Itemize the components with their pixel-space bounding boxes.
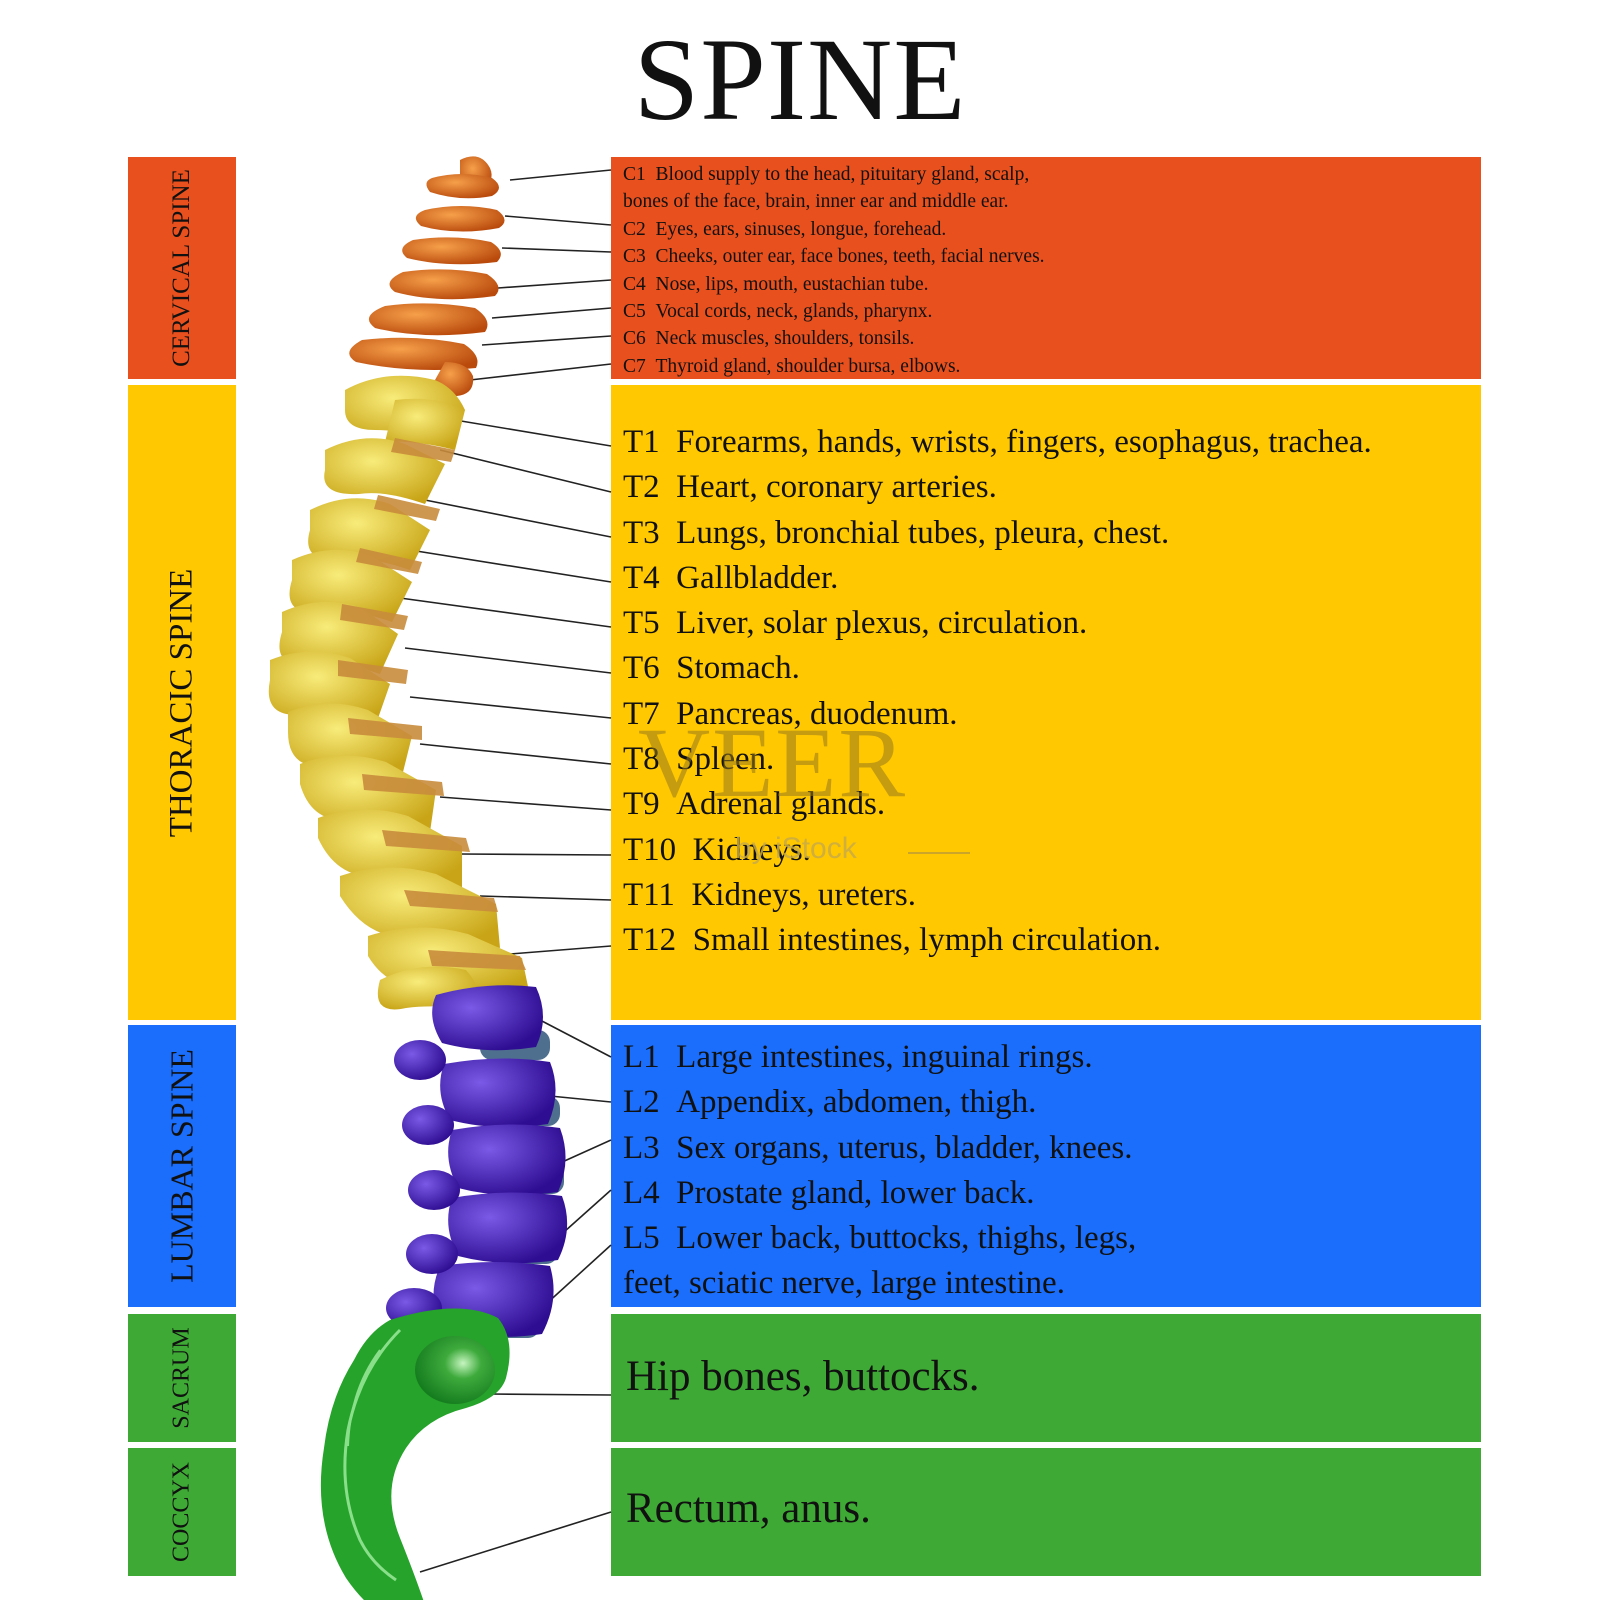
vertebra-code: C1 (623, 164, 646, 185)
lumbar-entry: L3 Sex organs, uterus, bladder, knees. (623, 1126, 1481, 1171)
vertebra-description: Gallbladder. (676, 559, 839, 596)
page-title: SPINE (633, 14, 967, 145)
vertebra-code: T7 (623, 695, 660, 732)
lumbar-entry: L1 Large intestines, inguinal rings. (623, 1035, 1481, 1080)
vertebra-description: Stomach. (676, 650, 800, 687)
cervical-entry: C4 Nose, lips, mouth, eustachian tube. (623, 271, 1481, 298)
vertebra-code: T5 (623, 605, 660, 642)
vertebra-code: C2 (623, 218, 646, 240)
thoracic-entry: T2 Heart, coronary arteries. (623, 465, 1481, 510)
watermark-logo: VEER (638, 707, 908, 818)
vertebra-description: Blood supply to the head, pituitary glan… (655, 164, 1030, 185)
thoracic-vertebrae (268, 375, 530, 1010)
cervical-vertebrae (349, 156, 505, 396)
vertebra-description: Pancreas, duodenum. (676, 695, 958, 732)
lumbar-entry: L4 Prostate gland, lower back. (623, 1171, 1481, 1216)
vertebra-code: L4 (623, 1174, 660, 1211)
vertebra-description: Eyes, ears, sinuses, longue, forehead. (655, 218, 947, 240)
cervical-entry: C2 Eyes, ears, sinuses, longue, forehead. (623, 216, 1481, 243)
vertebra-code: T10 (623, 831, 677, 868)
vertebra-description: Large intestines, inguinal rings. (676, 1039, 1093, 1075)
coccyx-description-box: Rectum, anus. (611, 1448, 1481, 1576)
vertebra-description: Lower back, buttocks, thighs, legs, (676, 1220, 1137, 1257)
thoracic-entry: T3 Lungs, bronchial tubes, pleura, chest. (623, 511, 1481, 556)
sacrum-coccyx-bone (320, 1308, 510, 1600)
vertebra-description-cont: bones of the face, brain, inner ear and … (623, 191, 1009, 213)
lumbar-entry: L5 Lower back, buttocks, thighs, legs, (623, 1216, 1481, 1261)
vertebra-code: C3 (623, 246, 646, 268)
cervical-entry: C1 Blood supply to the head, pituitary gl… (623, 161, 1481, 188)
vertebra-description: Nose, lips, mouth, eustachian tube. (655, 273, 929, 295)
thoracic-entry: T6 Stomach. (623, 646, 1481, 691)
vertebra-description: Adrenal glands. (676, 786, 886, 823)
thoracic-entry: T5 Liver, solar plexus, circulation. (623, 601, 1481, 646)
vertebra-description: Kidneys, ureters. (691, 876, 916, 913)
vertebra-code: C7 (623, 355, 646, 377)
vertebra-description: Liver, solar plexus, circulation. (676, 605, 1088, 642)
vertebra-description: Forearms, hands, wrists, fingers, esopha… (676, 424, 1372, 460)
thoracic-entry: T10 Kidneys. (623, 828, 1481, 873)
cervical-entry: C6 Neck muscles, shoulders, tonsils. (623, 325, 1481, 352)
vertebra-description: Sex organs, uterus, bladder, knees. (676, 1129, 1133, 1166)
vertebra-code: L1 (623, 1039, 660, 1075)
vertebra-description: Lungs, bronchial tubes, pleura, chest. (676, 514, 1170, 551)
lumbar-vertebrae (386, 985, 568, 1338)
vertebra-code: T9 (623, 786, 660, 823)
lumbar-region-label: LUMBAR SPINE (128, 1025, 236, 1307)
vertebra-description: Cheeks, outer ear, face bones, teeth, fa… (655, 246, 1045, 268)
vertebra-code: T8 (623, 741, 660, 778)
vertebra-description: Spleen. (676, 741, 775, 778)
sacrum-description-box: Hip bones, buttocks. (611, 1314, 1481, 1442)
vertebra-code: C5 (623, 301, 646, 323)
lumbar-entry: L2 Appendix, abdomen, thigh. (623, 1080, 1481, 1125)
vertebra-code: T6 (623, 650, 660, 687)
cervical-description-box: C1 Blood supply to the head, pituitary gl… (611, 157, 1481, 379)
vertebra-description: Heart, coronary arteries. (676, 469, 997, 506)
vertebra-code: T11 (623, 876, 675, 913)
lumbar-description-box: L1 Large intestines, inguinal rings. L2 App… (611, 1025, 1481, 1307)
vertebra-description: Vocal cords, neck, glands, pharynx. (655, 301, 933, 323)
thoracic-region-label: THORACIC SPINE (128, 385, 236, 1020)
thoracic-entry: T12 Small intestines, lymph circulation. (623, 918, 1481, 963)
vertebra-code: T3 (623, 514, 660, 551)
vertebra-description: Prostate gland, lower back. (676, 1174, 1035, 1211)
cervical-entry: C5 Vocal cords, neck, glands, pharynx. (623, 298, 1481, 325)
vertebra-code: C6 (623, 328, 646, 350)
thoracic-entry: T9 Adrenal glands. (623, 782, 1481, 827)
vertebra-code: T2 (623, 469, 660, 506)
vertebra-code: T1 (623, 424, 660, 460)
cervical-entry: C3 Cheeks, outer ear, face bones, teeth, … (623, 243, 1481, 270)
watermark-line (908, 852, 970, 854)
vertebra-code: T12 (623, 922, 677, 959)
vertebra-description: Neck muscles, shoulders, tonsils. (655, 328, 915, 350)
thoracic-description-box: T1 Forearms, hands, wrists, fingers, esop… (611, 385, 1481, 1020)
vertebra-description: Thyroid gland, shoulder bursa, elbows. (655, 355, 961, 377)
leader-lines (399, 169, 612, 1573)
vertebra-description: Appendix, abdomen, thigh. (676, 1084, 1037, 1121)
vertebra-code: L2 (623, 1084, 660, 1121)
vertebra-description-cont: feet, sciatic nerve, large intestine. (623, 1265, 1065, 1302)
vertebra-code: L5 (623, 1220, 660, 1257)
coccyx-description: Rectum, anus. (626, 1485, 871, 1532)
vertebra-code: T4 (623, 559, 660, 596)
coccyx-region-label: COCCYX (128, 1448, 236, 1576)
thoracic-entry: T11 Kidneys, ureters. (623, 873, 1481, 918)
vertebra-description: Kidneys. (692, 831, 811, 868)
sacrum-region-label: SACRUM (128, 1314, 236, 1442)
vertebra-description: Small intestines, lymph circulation. (692, 922, 1162, 959)
vertebra-code: L3 (623, 1129, 660, 1166)
thoracic-entry: T8 Spleen. (623, 737, 1481, 782)
vertebra-code: C4 (623, 273, 646, 295)
thoracic-entry: T1 Forearms, hands, wrists, fingers, esop… (623, 420, 1481, 465)
thoracic-entry: T7 Pancreas, duodenum. (623, 692, 1481, 737)
cervical-entry: C7 Thyroid gland, shoulder bursa, elbows. (623, 353, 1481, 380)
cervical-region-label: CERVICAL SPINE (128, 157, 236, 379)
watermark-sub: by iStock (735, 832, 857, 865)
thoracic-entry: T4 Gallbladder. (623, 556, 1481, 601)
sacrum-description: Hip bones, buttocks. (626, 1353, 980, 1400)
